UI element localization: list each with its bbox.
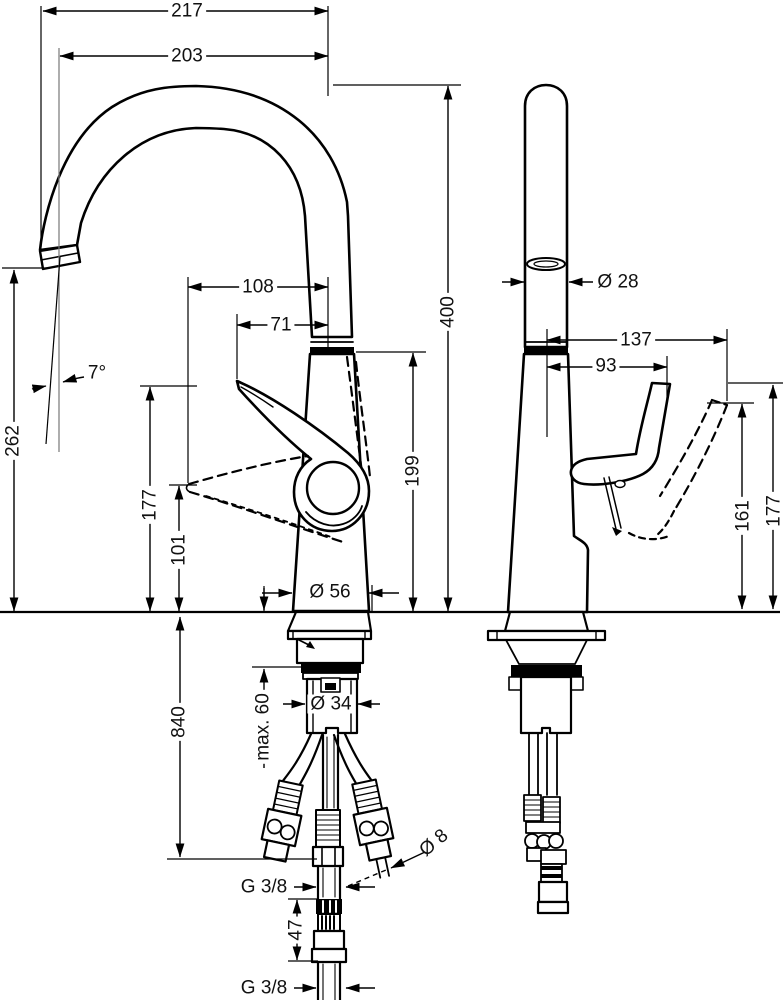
dim-spout-angle: 7° — [87, 362, 107, 384]
dim-connector-thread-top: G 3/8 — [237, 877, 291, 897]
side-view — [486, 83, 729, 915]
set-screw — [614, 479, 626, 489]
right-hose-fitting — [351, 778, 395, 879]
dim-connector-length: 47 — [286, 916, 307, 944]
dim-lever-top-height: 177 — [764, 492, 783, 530]
dim-lever-low-height: 101 — [169, 531, 190, 569]
dim-total-height: 400 — [438, 293, 459, 331]
extension-lines — [2, 6, 783, 962]
dim-spout-reach: 203 — [168, 46, 206, 66]
front-view — [38, 84, 395, 1000]
dim-connector-thread-bottom: G 3/8 — [237, 978, 291, 998]
aerator-side — [526, 257, 566, 271]
seal-ring-front — [301, 664, 361, 673]
dim-lever-reach: 93 — [592, 356, 620, 376]
swivel-ring-front — [310, 347, 354, 354]
dim-lever-tip: 71 — [267, 315, 295, 335]
spout-front — [38, 84, 354, 339]
mounting-plate-side — [486, 629, 607, 642]
spout-side — [523, 83, 569, 349]
left-hose-fitting — [260, 779, 304, 863]
swivel-ring-side — [524, 347, 568, 354]
dim-spout-reach-max: 217 — [168, 1, 206, 21]
dim-lever-tip-height: 177 — [140, 486, 161, 524]
handle-side — [569, 381, 672, 486]
dim-lever-reach-raised: 137 — [617, 330, 655, 350]
dim-spout-diameter: Ø 28 — [594, 272, 642, 292]
threaded-shank-side — [519, 675, 573, 735]
dim-max-mounting-thickness: max. 60 — [253, 690, 274, 764]
dimension-lines — [9, 6, 778, 993]
dim-lever-raised-height: 161 — [733, 497, 754, 535]
dim-base-diameter: Ø 56 — [306, 582, 354, 602]
seal-ring-side — [511, 665, 582, 677]
body-side — [506, 352, 590, 614]
dim-shank-diameter: Ø 34 — [307, 694, 355, 714]
dim-lever-tip-raised: 108 — [239, 277, 277, 297]
mounting-plate-front — [286, 629, 373, 641]
coupling-nut — [311, 845, 345, 868]
dim-spout-outlet-height: 262 — [3, 422, 24, 460]
dim-body-height: 199 — [403, 452, 424, 490]
dim-hose-length: 840 — [169, 703, 190, 741]
